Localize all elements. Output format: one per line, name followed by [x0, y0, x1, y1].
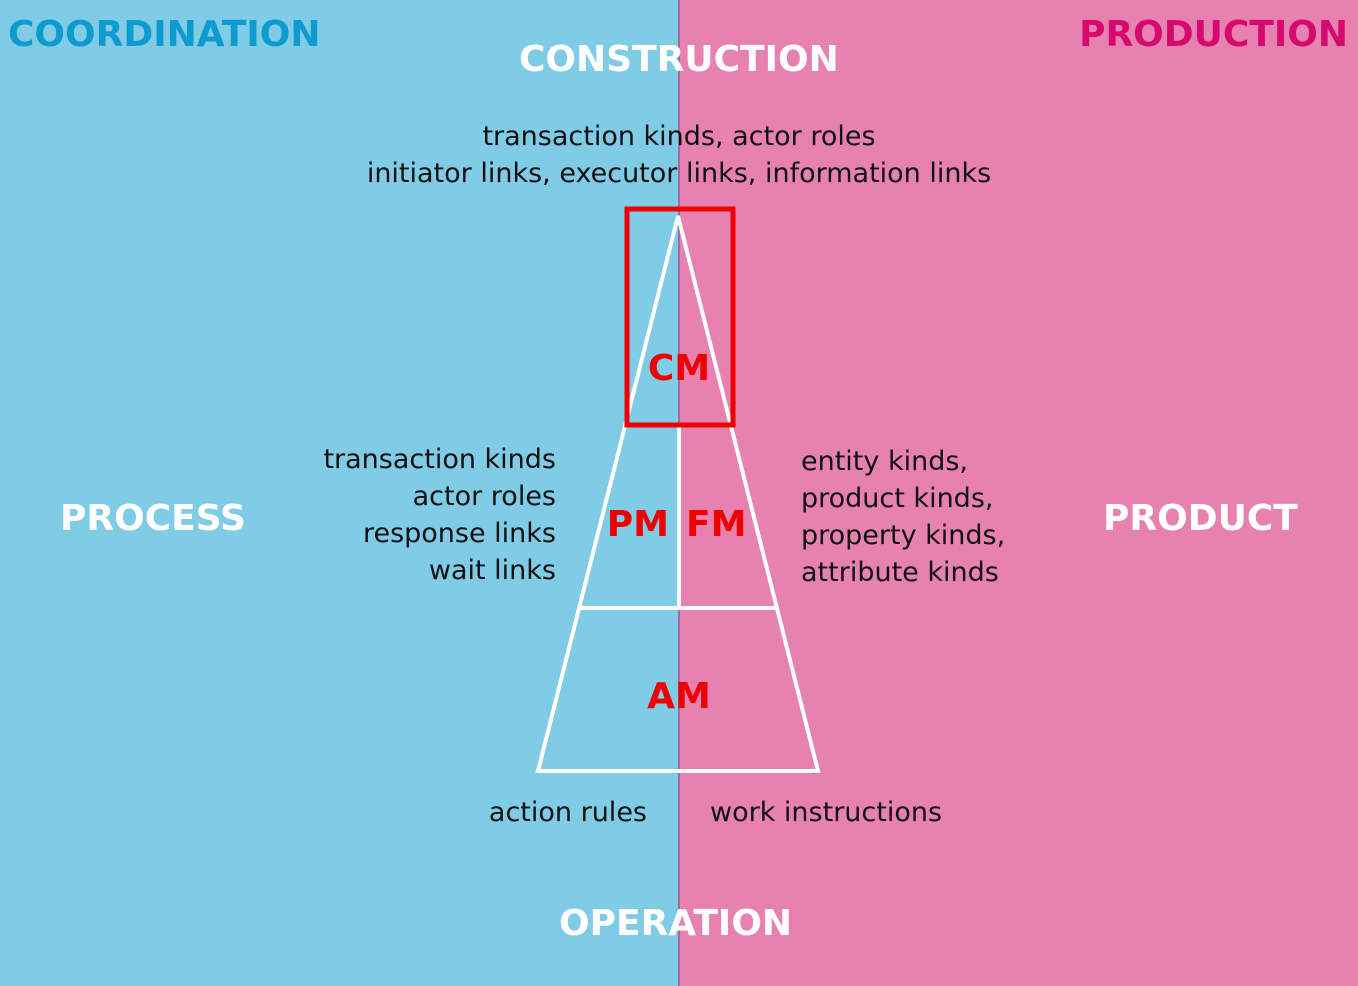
operation-heading: OPERATION [559, 903, 793, 944]
process-heading: PROCESS [60, 498, 246, 539]
process-notes: transaction kinds actor roles response l… [323, 441, 556, 589]
product-note-line: entity kinds, [801, 446, 968, 477]
process-note-line: transaction kinds [323, 444, 556, 475]
work-instructions-label: work instructions [710, 797, 943, 828]
fm-label: FM [686, 504, 747, 545]
coordination-panel [0, 0, 679, 986]
construction-note-line: transaction kinds, actor roles [482, 121, 876, 152]
coordination-heading: COORDINATION [8, 14, 321, 55]
pyramid-outline [535, 215, 821, 773]
am-label: AM [647, 676, 711, 717]
product-note-line: property kinds, [801, 520, 1006, 551]
product-notes: entity kinds, product kinds, property ki… [801, 443, 1005, 591]
process-note-line: wait links [428, 555, 556, 586]
cm-highlight-box [624, 206, 736, 428]
construction-heading: CONSTRUCTION [519, 39, 839, 80]
construction-notes: transaction kinds, actor roles initiator… [0, 118, 1358, 192]
production-heading: PRODUCTION [1079, 14, 1348, 55]
process-note-line: actor roles [412, 481, 556, 512]
production-panel [679, 0, 1358, 986]
pm-label: PM [606, 504, 669, 545]
cm-label: CM [647, 348, 711, 389]
action-rules-label: action rules [488, 797, 647, 828]
process-note-line: response links [362, 518, 556, 549]
product-note-line: attribute kinds [801, 557, 999, 588]
product-heading: PRODUCT [1103, 498, 1298, 539]
construction-note-line: initiator links, executor links, informa… [366, 158, 992, 189]
product-note-line: product kinds, [801, 483, 994, 514]
